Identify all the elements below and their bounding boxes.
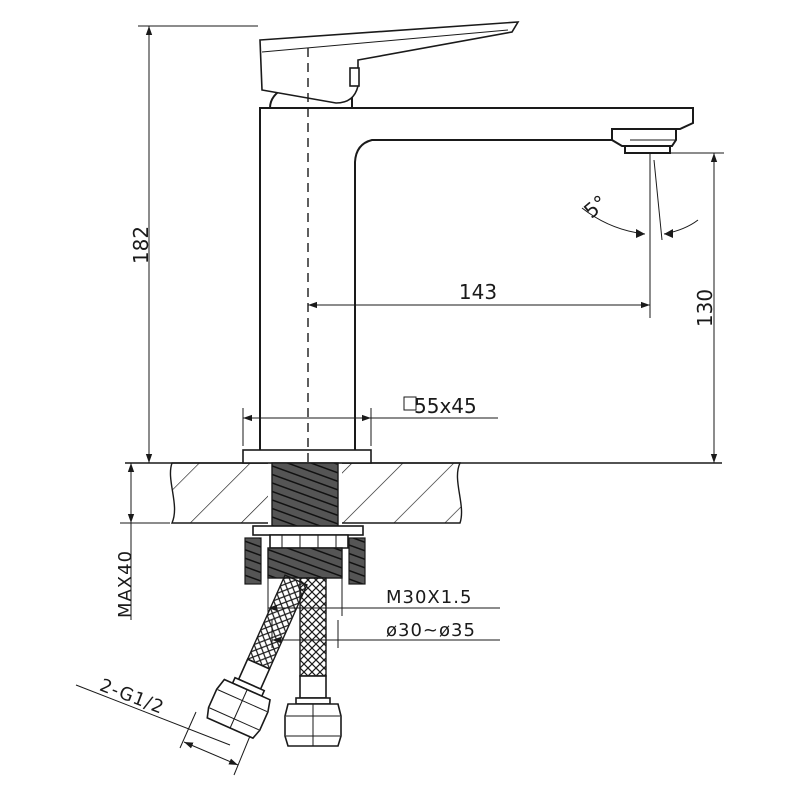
threaded-shank [252, 462, 364, 579]
dim-max-thickness: MAX40 [115, 463, 170, 620]
label-2-g1-2: 2-G1/2 [97, 675, 168, 719]
dim-body-size: 55x45 [242, 394, 498, 446]
label-130: 130 [693, 289, 717, 327]
lever-handle [259, 21, 520, 109]
label-hole-diameter: ø30~ø35 [386, 620, 476, 641]
flexible-hoses [206, 574, 342, 747]
aerator [611, 129, 677, 154]
label-182: 182 [129, 226, 153, 264]
label-5-degrees: 5° [579, 190, 612, 223]
fixing-studs [244, 537, 366, 585]
dim-spout-reach: 143 [308, 153, 651, 318]
dim-total-height: 182 [129, 25, 258, 464]
dim-thread: M30X1.5 [267, 578, 500, 616]
faucet-body [242, 21, 694, 464]
dim-flow-angle: 5° [579, 159, 699, 241]
label-55x45: 55x45 [414, 394, 477, 418]
label-m30x1-5: M30X1.5 [386, 587, 472, 608]
label-143: 143 [459, 280, 497, 304]
dim-spout-height: 130 [650, 152, 724, 463]
dim-hole-diameter: ø30~ø35 [271, 620, 500, 648]
countertop-section [125, 460, 722, 526]
label-max40: MAX40 [115, 550, 136, 618]
